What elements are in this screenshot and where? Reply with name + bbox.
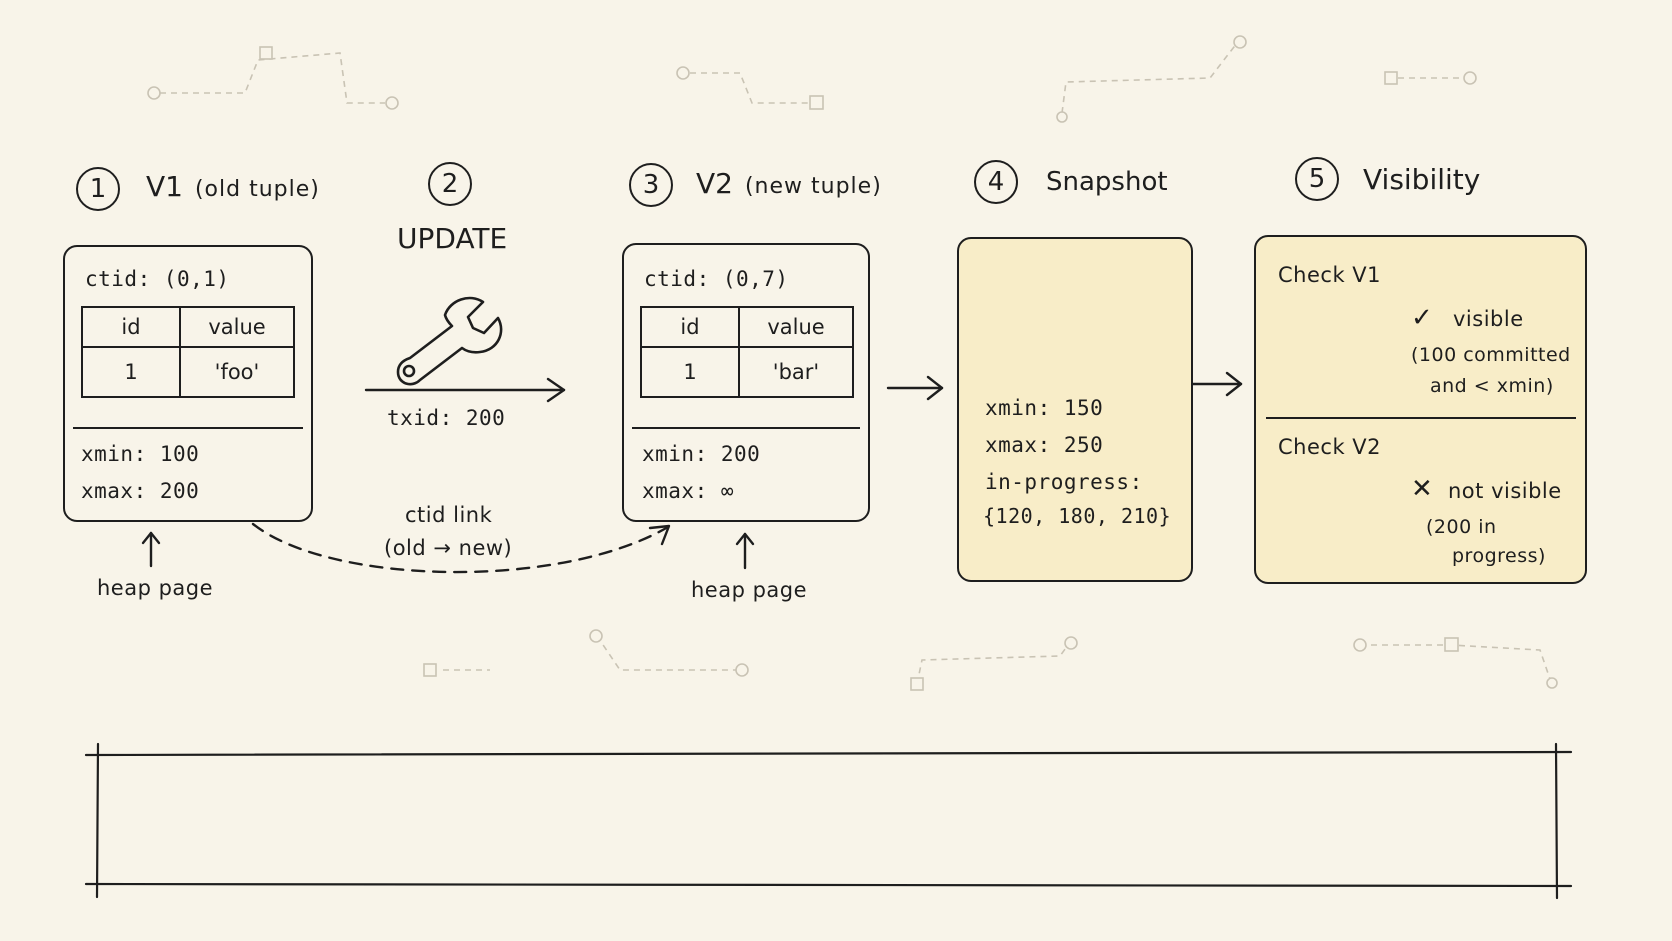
bottom-frame — [84, 742, 1573, 900]
v2-xmin: xmin: 200 — [642, 442, 761, 466]
table-row: id value — [81, 306, 295, 348]
check-v1-result: visible — [1453, 307, 1524, 331]
step-title-2: UPDATE — [397, 222, 508, 255]
wrench-icon — [396, 296, 503, 386]
update-txid: txid: 200 — [387, 406, 506, 430]
visibility-divider — [1266, 417, 1576, 419]
check-v2-reason-line1: (200 in — [1426, 516, 1497, 538]
step-subtitle-1: (old tuple) — [194, 177, 320, 202]
check-v1-reason-line1: (100 committed — [1411, 344, 1571, 366]
snapshot-in-progress-values: {120, 180, 210} — [983, 504, 1172, 528]
check-v2-cross-icon: ✕ — [1411, 474, 1434, 504]
table-row: 1 'foo' — [81, 346, 295, 398]
v2-to-snapshot-arrow — [886, 375, 944, 401]
ctid-link-label: ctid link — [405, 503, 493, 527]
v2-header-value: value — [738, 306, 854, 348]
v2-header-id: id — [640, 306, 740, 348]
v1-tuple-table: id value 1 'foo' — [81, 306, 295, 398]
v2-cell-value: 'bar' — [738, 346, 854, 398]
v1-cell-id: 1 — [81, 346, 181, 398]
snapshot-card: xmin: 150 xmax: 250 in-progress: {120, 1… — [957, 237, 1193, 582]
snapshot-xmax: xmax: 250 — [985, 433, 1104, 457]
step-title-1-label: V1 — [146, 170, 183, 203]
snapshot-in-progress-label: in-progress: — [985, 470, 1143, 494]
check-v2-title: Check V2 — [1278, 435, 1382, 459]
v1-tuple-card: ctid: (0,1) id value 1 'foo' xmin: 100 x… — [63, 245, 313, 522]
step-title-4: Snapshot — [1046, 167, 1168, 197]
snapshot-xmin: xmin: 150 — [985, 396, 1104, 420]
step-number-5: 5 — [1295, 157, 1339, 201]
step-title-3-label: V2 — [696, 167, 733, 200]
step-number-3: 3 — [629, 163, 673, 207]
v2-tuple-card: ctid: (0,7) id value 1 'bar' xmin: 200 x… — [622, 243, 870, 522]
ctid-link-direction: (old → new) — [384, 536, 513, 560]
snapshot-to-visibility-arrow — [1190, 371, 1243, 397]
v2-ctid: ctid: (0,7) — [644, 267, 789, 291]
v2-heap-pointer-arrow — [735, 532, 755, 570]
v1-xmin: xmin: 100 — [81, 442, 200, 466]
v2-cell-id: 1 — [640, 346, 740, 398]
ctid-link-arrow — [251, 522, 671, 574]
table-row: id value — [640, 306, 854, 348]
visibility-card: Check V1 ✓ visible (100 committed and < … — [1254, 235, 1587, 584]
v1-xmax: xmax: 200 — [81, 479, 200, 503]
v1-header-value: value — [179, 306, 295, 348]
v2-tuple-table: id value 1 'bar' — [640, 306, 854, 398]
v2-divider — [632, 427, 860, 429]
table-row: 1 'bar' — [640, 346, 854, 398]
v2-heap-page-label: heap page — [691, 578, 808, 602]
v1-divider — [73, 427, 303, 429]
step-number-4: 4 — [974, 160, 1018, 204]
v1-cell-value: 'foo' — [179, 346, 295, 398]
step-title-1: V1 (old tuple) — [146, 170, 320, 203]
v1-heap-pointer-arrow — [141, 531, 161, 568]
update-arrow — [364, 377, 566, 403]
v1-ctid: ctid: (0,1) — [85, 267, 230, 291]
v2-xmax: xmax: ∞ — [642, 479, 735, 503]
step-number-1: 1 — [76, 167, 120, 211]
step-subtitle-3: (new tuple) — [744, 174, 882, 199]
check-v2-result: not visible — [1448, 479, 1562, 503]
check-v1-checkmark-icon: ✓ — [1411, 303, 1434, 333]
check-v2-reason-line2: progress) — [1452, 545, 1546, 567]
step-title-3: V2 (new tuple) — [696, 167, 882, 200]
v1-heap-page-label: heap page — [97, 576, 214, 600]
check-v1-reason-line2: and < xmin) — [1430, 375, 1554, 397]
step-number-2: 2 — [428, 162, 472, 206]
check-v1-title: Check V1 — [1278, 263, 1382, 287]
step-title-5: Visibility — [1363, 163, 1481, 196]
v1-header-id: id — [81, 306, 181, 348]
